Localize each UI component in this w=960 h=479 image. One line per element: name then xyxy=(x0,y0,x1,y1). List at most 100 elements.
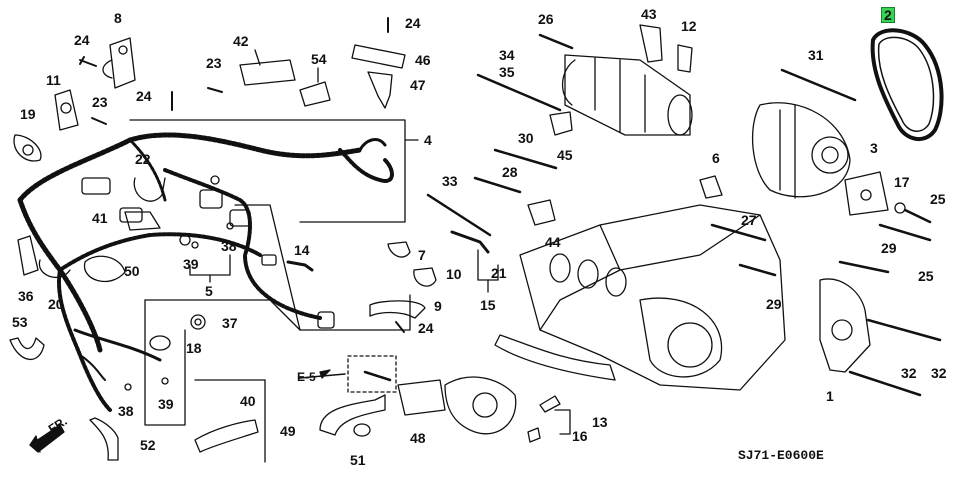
callout-35[interactable]: 35 xyxy=(499,64,515,80)
callout-16[interactable]: 16 xyxy=(572,428,588,444)
callout-25[interactable]: 25 xyxy=(930,191,946,207)
callout-47[interactable]: 47 xyxy=(410,77,426,93)
grommet-part18 xyxy=(149,335,171,351)
bracket-part45 xyxy=(549,111,573,136)
callout-24[interactable]: 24 xyxy=(136,88,152,104)
callout-6[interactable]: 6 xyxy=(712,150,720,166)
callout-44[interactable]: 44 xyxy=(545,234,561,250)
callout-34[interactable]: 34 xyxy=(499,47,515,63)
callout-23[interactable]: 23 xyxy=(206,55,222,71)
callout-33[interactable]: 33 xyxy=(442,173,458,189)
callout-38[interactable]: 38 xyxy=(221,238,237,254)
callout-7[interactable]: 7 xyxy=(418,247,426,263)
callout-45[interactable]: 45 xyxy=(557,147,573,163)
callout-24[interactable]: 24 xyxy=(405,15,421,31)
engine-wire-harness xyxy=(17,132,363,203)
callout-39[interactable]: 39 xyxy=(183,256,199,272)
callout-13[interactable]: 13 xyxy=(592,414,608,430)
callout-24[interactable]: 24 xyxy=(74,32,90,48)
bracket-part40 xyxy=(194,419,259,453)
compressor xyxy=(444,376,517,435)
grommet-part51 xyxy=(353,423,371,437)
callout-3[interactable]: 3 xyxy=(870,140,878,156)
harness-connector xyxy=(81,177,111,195)
bracket-part44 xyxy=(527,199,556,226)
harness-frame-lower xyxy=(234,204,411,331)
clamp-part10 xyxy=(413,267,437,287)
callout-36[interactable]: 36 xyxy=(18,288,34,304)
callout-24[interactable]: 24 xyxy=(418,320,434,336)
callout-49[interactable]: 49 xyxy=(280,423,296,439)
callout-30[interactable]: 30 xyxy=(518,130,534,146)
starter-motor xyxy=(564,54,691,136)
callout-41[interactable]: 41 xyxy=(92,210,108,226)
drive-belt-part2 xyxy=(870,28,944,141)
callout-48[interactable]: 48 xyxy=(410,430,426,446)
callout-22[interactable]: 22 xyxy=(135,151,151,167)
callout-5[interactable]: 5 xyxy=(205,283,213,299)
callout-52[interactable]: 52 xyxy=(140,437,156,453)
callout-38[interactable]: 38 xyxy=(118,403,134,419)
harness-frame-outline xyxy=(129,119,406,223)
engine-block xyxy=(519,204,786,391)
callout-10[interactable]: 10 xyxy=(446,266,462,282)
callout-4[interactable]: 4 xyxy=(424,132,432,148)
callout-18[interactable]: 18 xyxy=(186,340,202,356)
bracket-part48 xyxy=(397,379,446,416)
callout-46[interactable]: 46 xyxy=(415,52,431,68)
cover-part53 xyxy=(9,337,45,361)
callout-26[interactable]: 26 xyxy=(538,11,554,27)
callout-29[interactable]: 29 xyxy=(881,240,897,256)
callout-27[interactable]: 27 xyxy=(741,212,757,228)
bracket-part11 xyxy=(54,89,79,131)
bracket-part9 xyxy=(369,300,426,319)
callout-54[interactable]: 54 xyxy=(311,51,327,67)
callout-43[interactable]: 43 xyxy=(641,6,657,22)
callout-31[interactable]: 31 xyxy=(808,47,824,63)
bracket-part47 xyxy=(367,71,393,109)
callout-17[interactable]: 17 xyxy=(894,174,910,190)
bracket-part3 xyxy=(844,171,889,216)
sensor-part13 xyxy=(539,395,561,413)
callout-39[interactable]: 39 xyxy=(158,396,174,412)
callout-51[interactable]: 51 xyxy=(350,452,366,468)
sensor-part15 xyxy=(450,230,490,254)
callout-50[interactable]: 50 xyxy=(124,263,140,279)
callout-25[interactable]: 25 xyxy=(918,268,934,284)
bracket-part12 xyxy=(677,44,693,73)
sensor-part14 xyxy=(286,260,314,272)
callout-2-highlighted[interactable]: 2 xyxy=(881,7,895,23)
clamp-part50 xyxy=(83,255,126,283)
callout-40[interactable]: 40 xyxy=(240,393,256,409)
callout-1[interactable]: 1 xyxy=(826,388,834,404)
diagram-code: SJ71-E0600E xyxy=(738,448,824,463)
callout-29[interactable]: 29 xyxy=(766,296,782,312)
callout-42[interactable]: 42 xyxy=(233,33,249,49)
direction-label: E-5 xyxy=(297,370,316,384)
sensor-part54 xyxy=(299,81,331,107)
clip-part36 xyxy=(17,235,39,276)
washer-part17 xyxy=(894,202,906,214)
callout-12[interactable]: 12 xyxy=(681,18,697,34)
callout-21[interactable]: 21 xyxy=(491,265,507,281)
callout-32[interactable]: 32 xyxy=(931,365,947,381)
callout-11[interactable]: 11 xyxy=(46,72,61,88)
callout-15[interactable]: 15 xyxy=(480,297,496,313)
callout-28[interactable]: 28 xyxy=(502,164,518,180)
callout-19[interactable]: 19 xyxy=(20,106,36,122)
callout-20[interactable]: 20 xyxy=(48,296,64,312)
callout-9[interactable]: 9 xyxy=(434,298,442,314)
callout-8[interactable]: 8 xyxy=(114,10,122,26)
callout-23[interactable]: 23 xyxy=(92,94,108,110)
bracket-part49 xyxy=(319,394,386,436)
callout-32[interactable]: 32 xyxy=(901,365,917,381)
callout-53[interactable]: 53 xyxy=(12,314,28,330)
callout-14[interactable]: 14 xyxy=(294,242,310,258)
grommet-part37 xyxy=(190,314,206,330)
clamp-part8 xyxy=(109,37,136,89)
callout-37[interactable]: 37 xyxy=(222,315,238,331)
clamp-part7 xyxy=(387,241,411,258)
bracket-part46 xyxy=(351,44,406,69)
bracket-part42 xyxy=(239,59,296,86)
